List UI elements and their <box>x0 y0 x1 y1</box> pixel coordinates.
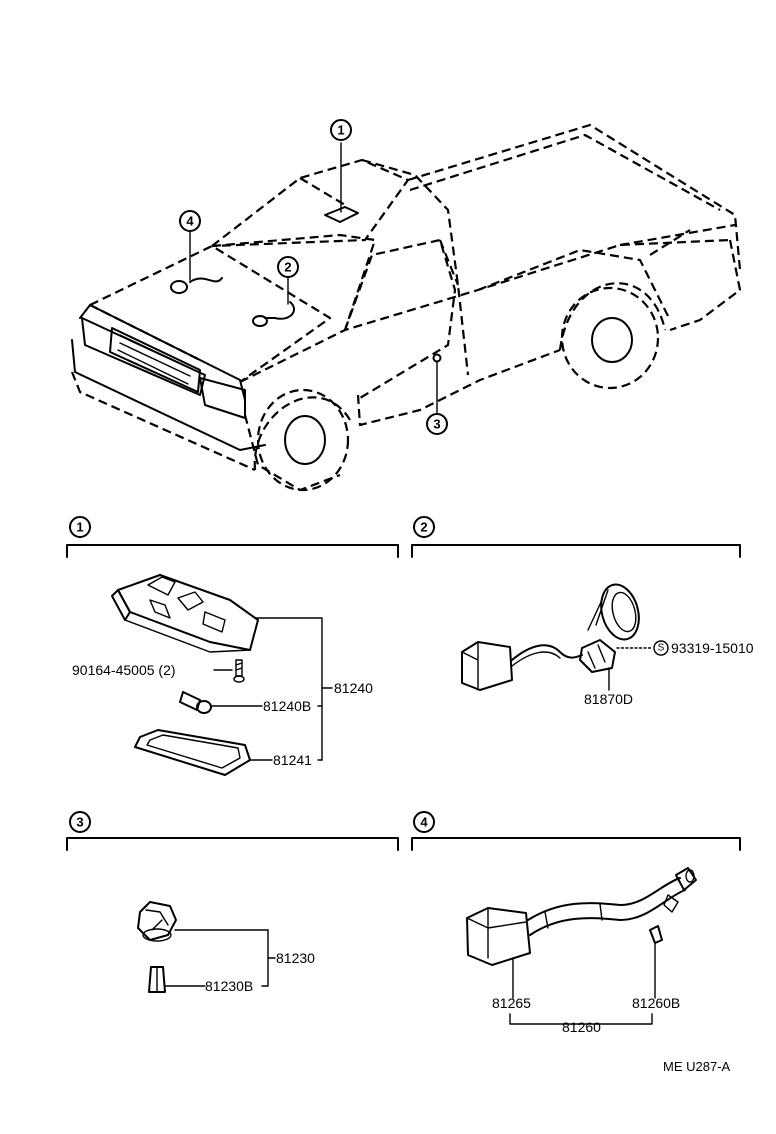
section-1-callout: 1 <box>69 516 91 538</box>
truck-callout-4: 4 <box>179 210 201 232</box>
svg-text:1: 1 <box>337 123 344 138</box>
section-2-bracket <box>411 544 741 558</box>
label-81240: 81240 <box>334 680 373 696</box>
section-4-callout: 4 <box>413 811 435 833</box>
switch-ring-icon <box>587 583 640 641</box>
svg-text:2: 2 <box>420 520 427 535</box>
label-81241: 81241 <box>273 752 312 768</box>
section-4-bracket <box>411 837 741 851</box>
label-90164-45005: 90164-45005 (2) <box>72 662 176 678</box>
switch-body-icon <box>579 639 616 673</box>
label-81230: 81230 <box>276 950 315 966</box>
svg-text:3: 3 <box>433 417 440 432</box>
section-1-bracket <box>66 544 399 558</box>
section-4-engine-lamp: 4 81265 81260B 81260 <box>411 811 741 1035</box>
svg-text:3: 3 <box>76 815 83 830</box>
screw-symbol-badge: S <box>653 640 669 656</box>
truck-callout-3: 3 <box>426 413 448 435</box>
screw-icon <box>233 659 245 683</box>
section-2-callout: 2 <box>413 516 435 538</box>
truck-callout-2: 2 <box>277 256 299 278</box>
svg-text:4: 4 <box>420 815 428 830</box>
bulb-icon <box>179 691 212 714</box>
small-bulb-icon <box>649 925 663 944</box>
section-3-bracket <box>66 837 399 851</box>
svg-text:1: 1 <box>76 520 83 535</box>
section-3-callout: 3 <box>69 811 91 833</box>
diagram-code: ME U287-A <box>663 1059 731 1074</box>
lamp-lens <box>134 729 251 776</box>
door-switch-lamp-icon <box>137 901 177 942</box>
svg-text:4: 4 <box>186 214 194 229</box>
pickup-truck-illustration: 1 4 2 3 <box>70 119 742 492</box>
truck-callout-1: 1 <box>330 119 352 141</box>
section-2-switch: 2 S 93319-15010 81870D <box>411 516 754 707</box>
svg-text:2: 2 <box>284 260 291 275</box>
label-81240B: 81240B <box>263 698 311 714</box>
label-81265: 81265 <box>492 995 531 1011</box>
wedge-bulb-icon <box>148 966 166 993</box>
label-81870D: 81870D <box>584 691 633 707</box>
connector-icon <box>461 641 513 691</box>
svg-text:S: S <box>658 643 665 654</box>
label-81260: 81260 <box>562 1019 601 1035</box>
dome-lamp-housing <box>111 574 259 653</box>
socket-block-icon <box>466 907 531 966</box>
section-1-dome-lamp: 1 <box>66 516 399 776</box>
section-3-door-lamp: 3 81230 81230B <box>66 811 399 994</box>
label-81260B: 81260B <box>632 995 680 1011</box>
label-81230B: 81230B <box>205 978 253 994</box>
bulb-socket-icon <box>663 867 697 913</box>
label-93319-15010: 93319-15010 <box>671 640 754 656</box>
